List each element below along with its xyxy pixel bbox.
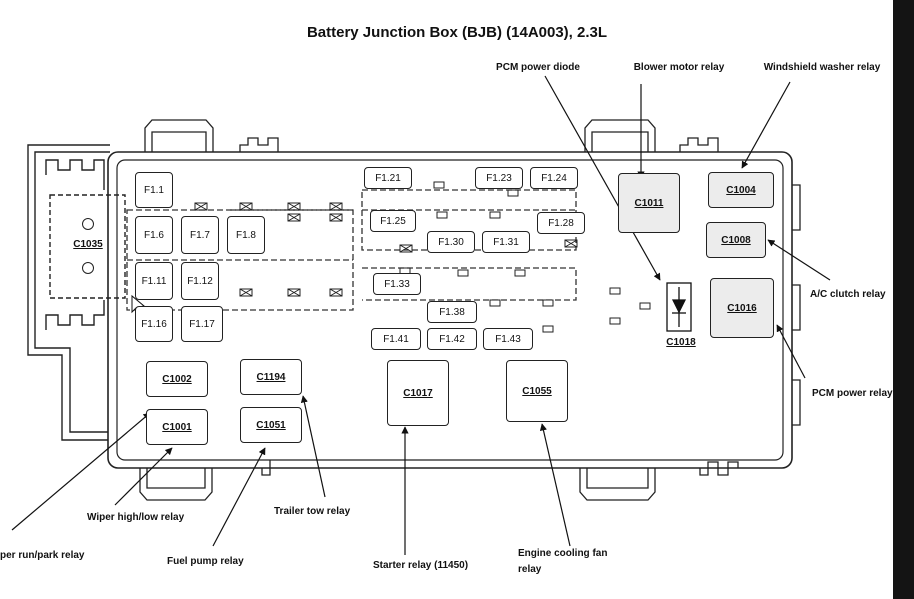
c1004-label: C1004 <box>726 184 756 196</box>
fuse-f1-7: F1.7 <box>181 216 219 254</box>
connector-c1194: C1194 <box>240 359 302 395</box>
label-windshield-washer-relay: Windshield washer relay <box>763 62 881 73</box>
label-starter-relay: Starter relay (11450) <box>373 560 469 571</box>
connector-c1008: C1008 <box>706 222 766 258</box>
connector-c1051: C1051 <box>240 407 302 443</box>
label-ac-clutch-relay: A/C clutch relay <box>810 289 886 300</box>
fuse-f1-43: F1.43 <box>483 328 533 350</box>
connector-c1011: C1011 <box>618 173 680 233</box>
connector-c1016: C1016 <box>710 278 774 338</box>
connector-c1004: C1004 <box>708 172 774 208</box>
fuse-f1-24: F1.24 <box>530 167 578 189</box>
label-engine-cooling-fan: Engine cooling fan <box>518 548 608 559</box>
fuse-f1-11: F1.11 <box>135 262 173 300</box>
washer-line <box>741 81 791 169</box>
pcm-diode-line <box>544 75 661 281</box>
connector-c1001: C1001 <box>146 409 208 445</box>
fuse-f1-41: F1.41 <box>371 328 421 350</box>
fuse-f1-42: F1.42 <box>427 328 477 350</box>
fuse-f1-6: F1.6 <box>135 216 173 254</box>
label-wiper-high-low-relay: Wiper high/low relay <box>87 512 185 523</box>
label-pcm-power-diode: PCM power diode <box>496 62 580 73</box>
fuel-pump-line <box>212 447 266 547</box>
wiper-run-line <box>11 412 151 531</box>
c1194-label: C1194 <box>256 371 286 383</box>
left-bracket <box>27 144 126 441</box>
connector-c1002: C1002 <box>146 361 208 397</box>
fuse-f1-1: F1.1 <box>135 172 173 208</box>
label-fuel-pump-relay: Fuel pump relay <box>167 556 244 567</box>
c1035-pin-bottom <box>82 262 94 274</box>
fuse-f1-31: F1.31 <box>482 231 530 253</box>
c1002-label: C1002 <box>162 373 192 385</box>
label-engine-cooling-fan-relay: relay <box>518 564 542 575</box>
c1035-label: C1035 <box>73 239 103 250</box>
label-trailer-tow-relay: Trailer tow relay <box>274 506 351 517</box>
ac-clutch-line <box>767 239 831 281</box>
c1017-label: C1017 <box>403 387 433 399</box>
fuse-f1-28: F1.28 <box>537 212 585 234</box>
fuse-f1-33: F1.33 <box>373 273 421 295</box>
label-blower-motor-relay: Blower motor relay <box>633 62 725 73</box>
connector-c1055: C1055 <box>506 360 568 422</box>
fuse-f1-12: F1.12 <box>181 262 219 300</box>
wiper-hl-line <box>114 447 173 506</box>
label-pcm-power-relay: PCM power relay <box>812 388 893 399</box>
c1001-label: C1001 <box>162 421 192 433</box>
bjb-body <box>107 151 793 469</box>
c1055-label: C1055 <box>522 385 552 397</box>
c1035-pin-top <box>82 218 94 230</box>
diode-c1018 <box>666 282 692 332</box>
fuse-f1-25: F1.25 <box>370 210 416 232</box>
c1016-label: C1016 <box>727 302 757 314</box>
fuse-f1-21: F1.21 <box>364 167 412 189</box>
fuse-f1-17: F1.17 <box>181 306 223 342</box>
fuse-f1-16: F1.16 <box>135 306 173 342</box>
trailer-line <box>300 395 326 498</box>
fuse-f1-38: F1.38 <box>427 301 477 323</box>
right-edge-bar <box>893 0 914 599</box>
cooling-fan-line <box>539 423 571 547</box>
c1008-label: C1008 <box>721 234 751 246</box>
c1051-label: C1051 <box>256 419 286 431</box>
c1018-label: C1018 <box>666 337 696 348</box>
fuse-f1-23: F1.23 <box>475 167 523 189</box>
fuse-f1-30: F1.30 <box>427 231 475 253</box>
diagram-title: Battery Junction Box (BJB) (14A003), 2.3… <box>306 24 608 41</box>
c1011-label: C1011 <box>634 197 664 209</box>
fuse-f1-8: F1.8 <box>227 216 265 254</box>
pcm-relay-line <box>776 324 806 379</box>
label-wiper-run-park-relay: per run/park relay <box>0 550 85 561</box>
connector-c1017: C1017 <box>387 360 449 426</box>
